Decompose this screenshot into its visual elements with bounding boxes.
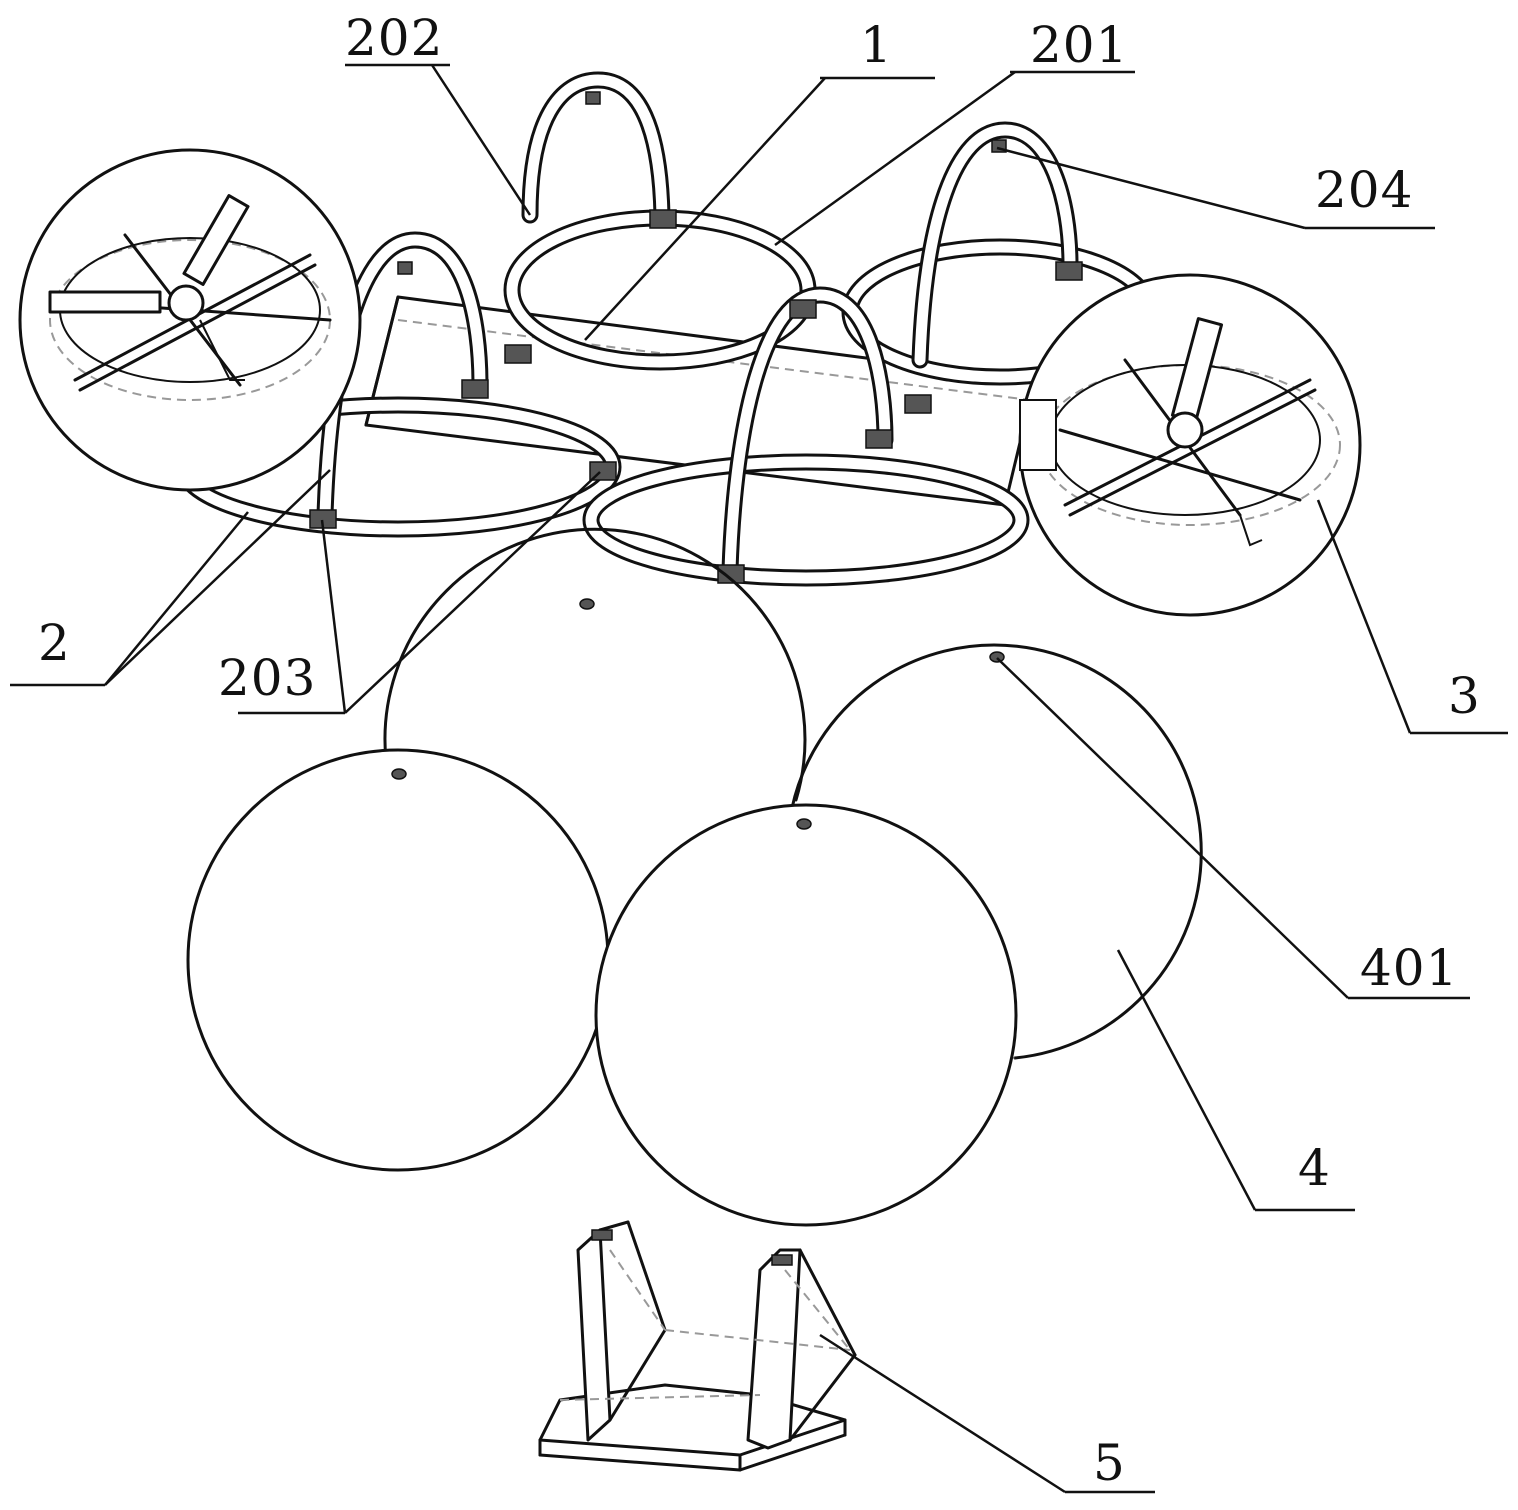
propeller-guard-left [20,150,360,490]
balloon-front-left [188,750,608,1170]
hook-points [398,92,1006,274]
propeller-guard-right [1020,275,1360,615]
balloon-front-right [596,805,1016,1225]
label-203: 203 [218,649,316,707]
label-1: 1 [860,16,893,74]
label-2: 2 [38,614,71,672]
label-3: 3 [1448,667,1481,725]
basket [540,1222,855,1470]
label-202: 202 [345,9,443,67]
label-401: 401 [1360,939,1458,997]
label-5: 5 [1093,1434,1126,1492]
label-4: 4 [1298,1139,1331,1197]
label-201: 201 [1030,16,1128,74]
label-204: 204 [1315,161,1413,219]
